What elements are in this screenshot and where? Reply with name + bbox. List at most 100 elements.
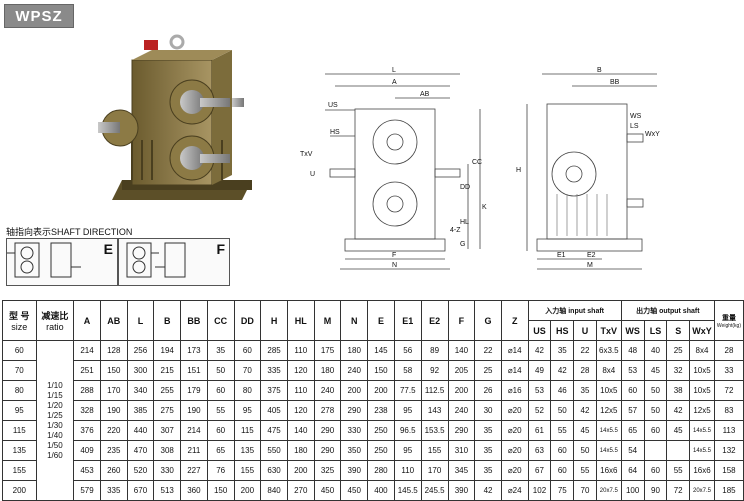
table-cell: 28 bbox=[573, 360, 597, 381]
table-cell: 285 bbox=[260, 340, 288, 361]
table-cell: 35 bbox=[206, 340, 235, 361]
table-cell: 251 bbox=[73, 360, 101, 381]
header-WS: WS bbox=[620, 320, 645, 341]
table-cell: 65 bbox=[206, 440, 235, 461]
table-cell: 8x4 bbox=[689, 340, 715, 361]
table-cell: 330 bbox=[340, 420, 369, 441]
direction-e-sketch bbox=[7, 242, 81, 278]
table-cell: ⌀24 bbox=[500, 480, 529, 501]
table-cell: 42 bbox=[666, 400, 691, 421]
table-cell: 409 bbox=[73, 440, 101, 461]
table-cell: 53 bbox=[620, 360, 645, 381]
table-cell: 110 bbox=[393, 460, 422, 481]
header-col: B bbox=[153, 300, 182, 341]
table-cell: 50 bbox=[643, 400, 668, 421]
table-cell: 38 bbox=[666, 380, 691, 401]
dim-US: US bbox=[328, 102, 338, 109]
dim-N: N bbox=[392, 262, 397, 269]
table-cell: 453 bbox=[73, 460, 101, 481]
table-cell: 270 bbox=[286, 480, 315, 501]
dim-E1: E1 bbox=[557, 252, 566, 259]
table-cell: 25 bbox=[474, 360, 502, 381]
table-cell bbox=[666, 440, 691, 461]
dim-WS: WS bbox=[630, 113, 642, 120]
dim-LS: LS bbox=[630, 123, 639, 130]
table-cell: 328 bbox=[73, 400, 101, 421]
table-cell: 35 bbox=[474, 440, 502, 461]
table-cell: 170 bbox=[99, 380, 128, 401]
table-cell: 55 bbox=[666, 460, 691, 481]
direction-f-label: F bbox=[216, 241, 225, 257]
table-cell: 310 bbox=[447, 440, 476, 461]
table-cell: 153.5 bbox=[420, 420, 449, 441]
direction-e-diagram: E bbox=[6, 238, 118, 286]
table-cell: 450 bbox=[340, 480, 369, 501]
table-cell: 135 bbox=[233, 440, 262, 461]
header-col: BB bbox=[180, 300, 208, 341]
header-col: DD bbox=[233, 300, 262, 341]
size-cell: 80 bbox=[2, 380, 37, 401]
table-cell: 14x5.5 bbox=[689, 440, 715, 461]
table-cell: 55 bbox=[206, 400, 235, 421]
dim-WxY-top: WxY bbox=[645, 131, 660, 138]
table-cell: 35 bbox=[573, 380, 597, 401]
table-cell: 385 bbox=[126, 400, 155, 421]
table-cell: 77.5 bbox=[393, 380, 422, 401]
table-cell: 76 bbox=[206, 460, 235, 481]
table-cell: 290 bbox=[313, 440, 342, 461]
header-col: CC bbox=[206, 300, 235, 341]
table-cell: 55 bbox=[573, 460, 597, 481]
table-cell: 45 bbox=[666, 420, 691, 441]
table-cell: 278 bbox=[313, 400, 342, 421]
header-col: E bbox=[367, 300, 395, 341]
header-col: M bbox=[313, 300, 342, 341]
table-cell: 63 bbox=[527, 440, 552, 461]
table-cell: 470 bbox=[126, 440, 155, 461]
table-cell: 400 bbox=[367, 480, 395, 501]
size-cell: 115 bbox=[2, 420, 37, 441]
dim-HL: HL bbox=[460, 219, 469, 226]
dim-U: U bbox=[310, 171, 315, 178]
table-cell: 12x5 bbox=[595, 400, 622, 421]
table-cell: 50 bbox=[550, 400, 575, 421]
shaft-direction-title: 轴指向表示SHAFT DIRECTION bbox=[6, 227, 133, 237]
header-col: HL bbox=[286, 300, 315, 341]
table-cell: 340 bbox=[126, 380, 155, 401]
ratio-value: 1/50 bbox=[47, 440, 63, 450]
dim-HS: HS bbox=[330, 129, 340, 136]
table-cell: 45 bbox=[643, 360, 668, 381]
table-cell: 89 bbox=[420, 340, 449, 361]
dim-E2: E2 bbox=[587, 252, 596, 259]
table-cell: ⌀14 bbox=[500, 360, 529, 381]
table-cell: 150 bbox=[99, 360, 128, 381]
table-cell: 173 bbox=[180, 340, 208, 361]
table-cell: 10x5 bbox=[689, 360, 715, 381]
table-cell: 55 bbox=[550, 420, 575, 441]
direction-e-label: E bbox=[103, 241, 113, 257]
table-cell: 158 bbox=[713, 460, 744, 481]
table-cell: 35 bbox=[474, 420, 502, 441]
table-cell: 102 bbox=[527, 480, 552, 501]
ratio-value: 1/20 bbox=[47, 400, 63, 410]
table-cell: 80 bbox=[233, 380, 262, 401]
table-cell: 840 bbox=[260, 480, 288, 501]
table-cell: 227 bbox=[180, 460, 208, 481]
table-cell: 220 bbox=[99, 420, 128, 441]
table-cell: 150 bbox=[206, 480, 235, 501]
table-cell: 200 bbox=[233, 480, 262, 501]
table-cell: 143 bbox=[420, 400, 449, 421]
table-cell: 14x5.5 bbox=[689, 420, 715, 441]
table-cell: 60 bbox=[206, 380, 235, 401]
table-cell: 205 bbox=[447, 360, 476, 381]
dim-A: A bbox=[392, 79, 397, 86]
table-cell: 290 bbox=[340, 400, 369, 421]
table-cell: 35 bbox=[550, 340, 575, 361]
table-cell: 180 bbox=[313, 360, 342, 381]
table-cell: 6x3.5 bbox=[595, 340, 622, 361]
table-cell: 61 bbox=[527, 420, 552, 441]
table-cell: 60 bbox=[550, 460, 575, 481]
table-cell: 190 bbox=[99, 400, 128, 421]
